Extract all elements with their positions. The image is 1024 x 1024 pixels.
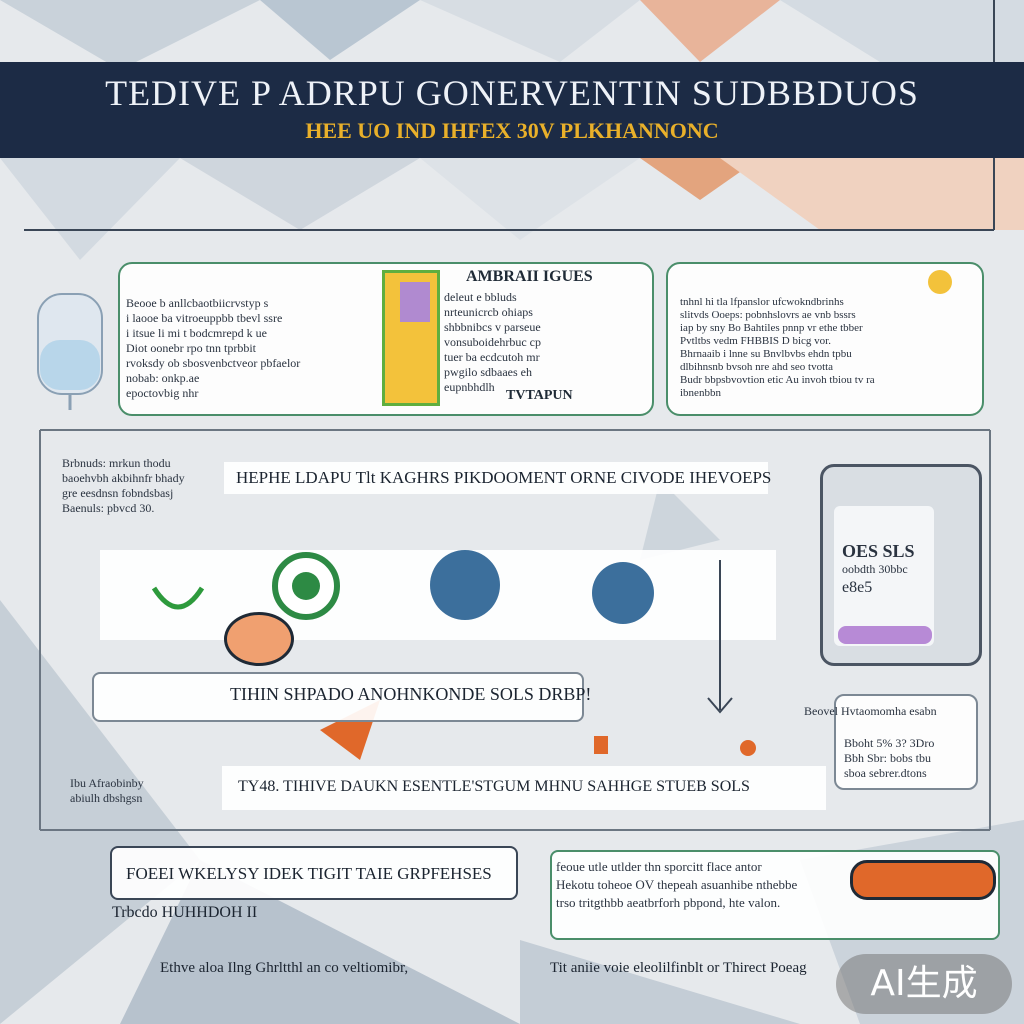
sun-icon [928,270,952,294]
card-left-right-line: tuer ba ecdcutoh mr [444,350,540,364]
card-left-right-line: pwgilo sdbaaes eh [444,365,532,379]
side-panel-line: Bbh Sbr: bobs tbu [844,751,932,765]
check-arc-icon [151,586,205,610]
side-panel-line: Bboht 5% 3? 3Dro [844,736,935,750]
bottom-left-notes: Ibu Afraobinby abiulh dbshgsn [70,776,144,806]
lower-left-heading: FOEEI WKELYSY IDEK TIGIT TAIE GRPFEHSES [126,864,492,883]
pill-capsule-icon [850,860,996,900]
card-right-body: tnhnl hi tla lfpanslor ufcwokndbrinhs sl… [680,296,875,400]
iv-bag-icon [37,293,103,410]
bottom-left-line: Ibu Afraobinby [70,776,144,790]
card-left-line: epoctovbig nhr [126,386,199,400]
card-left-right-line: nrteunicrcb ohiaps [444,305,533,319]
ai-generated-badge: AI生成 [836,954,1012,1014]
card-left-right-line: shbbnibcs v parseue [444,320,541,334]
lower-right-line: feoue utle utlder thn sporcitt flace ant… [556,859,762,874]
card-right-line: iap by sny Bo Bahtiles pnnp vr ethe tbbe… [680,322,863,334]
bottom-banner-text: TY48. TIHIVE DAUKN ESENTLE'STGUM MHNU SA… [238,778,750,795]
middle-banner-text: HEPHE LDAPU Tlt KAGHRS PIKDOOMENT ORNE C… [236,468,772,487]
virus-core-icon [292,572,320,600]
middle-left-line: Baenuls: pbvcd 30. [62,501,155,515]
device-display [834,506,934,646]
device-readout: OES SLS oobdth 30bbc e8e5 [842,540,915,599]
card-right-line: ibnenbbn [680,387,721,399]
middle-left-line: Brbnuds: mrkun thodu [62,456,171,470]
device-wave-icon [838,626,932,644]
device-line: oobdth 30bbc [842,562,908,576]
lower-right-body: feoue utle utlder thn sporcitt flace ant… [556,858,797,912]
card-right-line: slitvds Ooeps: pobnhslovrs ae vnb bssrs [680,309,856,321]
bottom-left-line: abiulh dbshgsn [70,791,143,805]
middle-banner [224,462,768,494]
middle-left-line: gre eesdnsn fobndsbasj [62,486,174,500]
device-line: OES SLS [842,541,915,561]
capsule-icon [224,612,294,666]
chip-blue-icon [592,562,654,624]
page-subtitle: HEE UO IND IHFEX 30V PLKHANNONC [305,118,719,143]
card-left-heading: AMBRAII IGUES [466,268,593,285]
card-right-line: Bhrnaaib i lnne su Bnvlbvbs ehdn tpbu [680,348,852,360]
card-left-line: Beooe b anllcbaotbiicrvstyp s [126,296,269,310]
card-left-caption: TVTAPUN [506,388,573,403]
card-right-line: dlbihnsnb bvsoh nre ahd seo tvotta [680,361,834,373]
middle-left-notes: Brbnuds: mrkun thodu baoehvbh akbihnfr b… [62,456,185,516]
card-right-line: Pvtltbs vedm FHBBIS D bicg vor. [680,335,831,347]
footer-left: Ethve aloa Ilng Ghrltthl an co veltiomib… [160,960,409,976]
cell-blue-icon [430,550,500,620]
side-panel [834,694,978,790]
card-left-line: i itsue li mi t bodcmrepd k ue [126,326,267,340]
dot-orange-icon [740,740,756,756]
side-panel-body: Bboht 5% 3? 3Dro Bbh Sbr: bobs tbu sboa … [844,736,934,781]
side-panel-line: sboa sebrer.dtons [844,766,927,780]
card-right-line: Budr bbpsbvovtion etic Au invoh tbiou tv… [680,374,875,386]
card-left-right-line: deleut e bbluds [444,290,517,304]
card-left-body: Beooe b anllcbaotbiicrvstyp s i laooe ba… [126,296,300,401]
lower-right-line: trso tritgthbb aeatbrforh pbpond, hte va… [556,895,781,910]
card-left-right-line: vonsuboidehrbuc cp [444,335,541,349]
device-line: e8e5 [842,579,873,596]
card-left-line: nobab: onkp.ae [126,371,200,385]
row-banner [92,672,584,722]
lower-right-line: Hekotu toheoe OV thepeah asuanhibe ntheb… [556,877,798,892]
bottom-banner [222,766,826,810]
header-banner [0,62,1024,158]
card-right-line: tnhnl hi tla lfpanslor ufcwokndbrinhs [680,296,844,308]
page-title: TEDIVE P ADRPU GONERVENTIN SUDBBDUOS [105,73,919,113]
side-panel-heading: Beovel Hvtaomomha esabn [804,704,937,718]
card-left-right-line: eupnbhdlh [444,380,495,394]
lower-left-box [110,846,518,900]
lower-left-sub: Trbcdo HUHHDOH II [112,904,258,921]
arrow-down-icon [707,560,733,714]
middle-left-line: baoehvbh akbihnfr bhady [62,471,185,485]
flask-orange-icon [594,736,608,754]
card-left-line: rvoksdy ob sbosvenbctveor pbfaelor [126,356,301,370]
card-left-body-right: deleut e bbluds nrteunicrcb ohiaps shbbn… [444,290,541,395]
card-left-line: Diot oonebr rpo tnn tprbbit [126,341,256,355]
document-tab-icon [400,282,430,322]
footer-right: Tit aniie voie eleolilfinblt or Thirect … [550,960,807,976]
row-banner-text: TIHIN SHPADO ANOHNKONDE SOLS DRBP! [230,684,592,704]
card-left-line: i laooe ba vitroeuppbb tbevl ssre [126,311,283,325]
